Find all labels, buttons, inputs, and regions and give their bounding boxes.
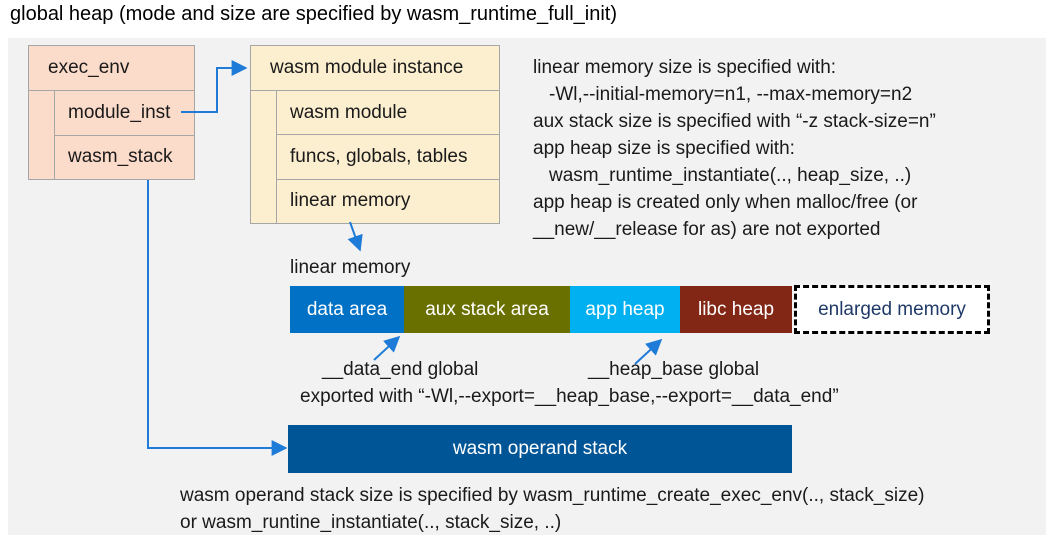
module-instance-title: wasm module instance	[251, 46, 499, 91]
note-line: wasm operand stack size is specified by …	[180, 485, 925, 506]
note-line: app heap is created only when malloc/fre…	[533, 192, 918, 213]
module-instance-row-linear-memory: linear memory	[276, 180, 499, 223]
operand-stack-notes: wasm operand stack size is specified by …	[180, 482, 925, 536]
segment-data-area: data area	[290, 286, 404, 333]
note-line: app heap size is specified with:	[533, 138, 795, 159]
module-instance-row-wasm-module: wasm module	[276, 91, 499, 135]
note-line: wasm_runtime_instantiate(.., heap_size, …	[549, 165, 912, 186]
exec-env-title: exec_env	[29, 46, 194, 91]
note-line: __new/__release for as) are not exported	[533, 219, 881, 240]
exec-env-box: exec_env module_inst wasm_stack	[28, 45, 195, 180]
note-line: aux stack size is specified with “-z sta…	[533, 111, 936, 132]
segment-aux-stack-area: aux stack area	[404, 286, 570, 333]
data-end-global-label: __data_end global	[322, 359, 479, 380]
heap-base-global-label: __heap_base global	[588, 359, 760, 380]
note-line: or wasm_runtine_instantiate(.., stack_si…	[180, 512, 562, 533]
linear-memory-notes: linear memory size is specified with: -W…	[533, 54, 936, 243]
segment-enlarged-memory: enlarged memory	[794, 285, 990, 334]
exec-env-row-wasm-stack: wasm_stack	[54, 136, 194, 179]
segment-app-heap: app heap	[570, 286, 680, 333]
note-line: -Wl,--initial-memory=n1, --max-memory=n2	[549, 84, 913, 105]
linear-memory-label: linear memory	[290, 257, 411, 278]
page-title: global heap (mode and size are specified…	[10, 3, 617, 25]
note-line: linear memory size is specified with:	[533, 57, 837, 78]
wasm-operand-stack-bar: wasm operand stack	[288, 425, 792, 473]
segment-libc-heap: libc heap	[680, 286, 792, 333]
exec-env-row-module-inst: module_inst	[54, 91, 194, 136]
exported-with-label: exported with “-Wl,--export=__heap_base,…	[300, 386, 839, 407]
module-instance-box: wasm module instance wasm module funcs, …	[250, 45, 500, 224]
module-instance-row-funcs-globals-tables: funcs, globals, tables	[276, 135, 499, 180]
